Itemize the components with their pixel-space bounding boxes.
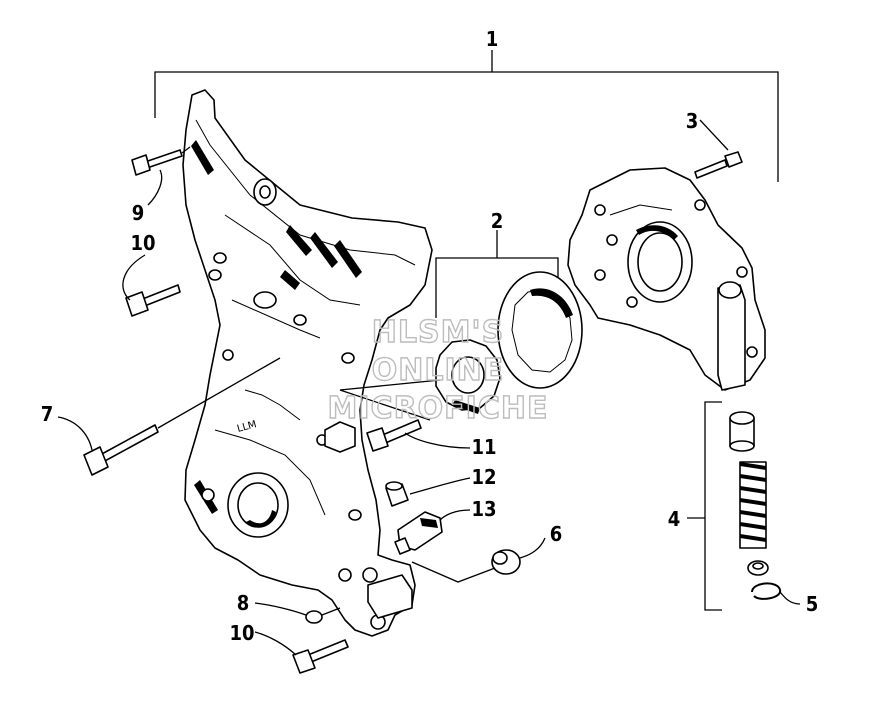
watermark-line1: HLSM'S [372, 315, 504, 350]
callout-1: 1 [486, 27, 499, 51]
oil-pump-inner-rotor [435, 339, 501, 414]
relief-valve-seat [747, 560, 769, 576]
bolt-10-lower [292, 639, 349, 674]
watermark-line2: ONLINE [372, 353, 505, 388]
callout-5: 5 [806, 592, 819, 616]
oil-pump-outer-rotor [497, 271, 583, 389]
leader-lines [57, 169, 801, 656]
assembly-bracket-2 [435, 230, 559, 318]
screw-3 [694, 119, 743, 179]
callout-12: 12 [471, 465, 496, 489]
bolt-9 [131, 146, 191, 176]
snap-ring-5 [751, 582, 782, 600]
svg-text:LLM: LLM [236, 419, 258, 435]
relief-valve-plunger [729, 411, 755, 452]
callout-10-upper: 10 [130, 231, 155, 255]
dowel-12 [385, 481, 409, 507]
bolt-11 [366, 419, 422, 452]
callout-13: 13 [471, 497, 496, 521]
plug-6 [411, 549, 521, 583]
callout-10-lower: 10 [229, 621, 254, 645]
watermark: HLSM'S ONLINE MICROFICHE [327, 314, 549, 426]
watermark-line3: MICROFICHE [328, 391, 549, 426]
callout-labels: 1 2 3 4 5 6 7 8 9 10 10 11 12 13 [41, 27, 819, 645]
timing-cover: LLM [182, 89, 433, 637]
washer-8 [305, 607, 341, 624]
assembly-bracket-1 [154, 50, 779, 182]
callout-6: 6 [550, 522, 563, 546]
callout-8: 8 [237, 591, 250, 615]
assembly-bracket-4 [687, 401, 722, 611]
callout-11: 11 [471, 435, 496, 459]
oil-pump-housing [567, 167, 766, 391]
callout-9: 9 [132, 201, 145, 225]
oil-pressure-switch-13 [394, 511, 443, 555]
bolt-7 [83, 357, 281, 476]
callout-7: 7 [41, 402, 54, 426]
callout-3: 3 [686, 109, 699, 133]
relief-valve-spring [739, 461, 767, 549]
bolt-10-upper [125, 284, 181, 317]
callout-4: 4 [668, 507, 681, 531]
callout-2: 2 [491, 209, 504, 233]
